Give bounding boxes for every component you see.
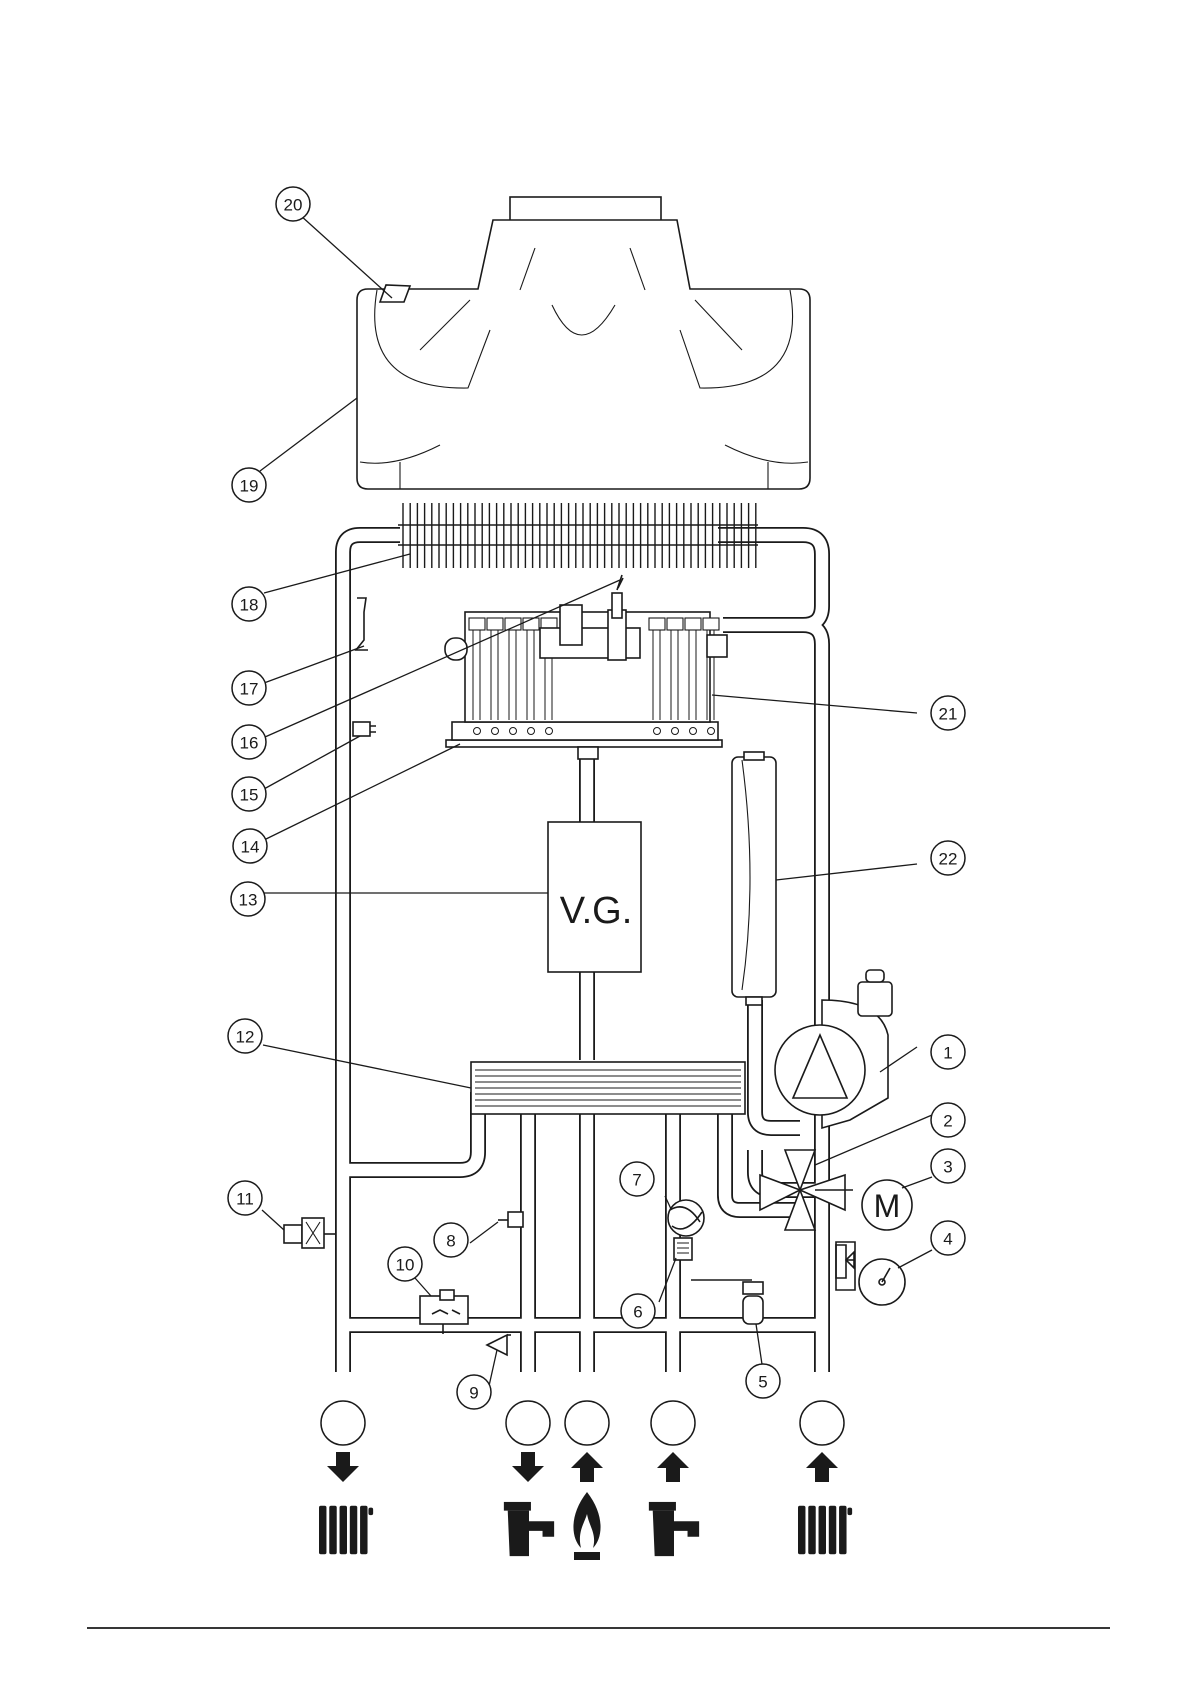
callout-11: 11: [228, 1181, 262, 1215]
motor-label: M: [874, 1188, 901, 1224]
arrow-up-icon: [657, 1452, 689, 1482]
callout-number: 3: [943, 1158, 952, 1177]
radiator-icon: [319, 1506, 373, 1555]
callout-number: 22: [939, 850, 958, 869]
callout-number: 1: [943, 1044, 952, 1063]
callout-12: 12: [228, 1019, 262, 1053]
callout-number: 11: [236, 1190, 254, 1209]
heat-exchanger-tube: [398, 525, 758, 545]
callout-13: 13: [231, 882, 265, 916]
overheat-thermostat: [356, 598, 368, 650]
callout-19: 19: [232, 468, 266, 502]
callout-number: 21: [939, 705, 958, 724]
callout-7: 7: [620, 1162, 654, 1196]
callout-number: 17: [240, 680, 259, 699]
connection-fitting: [321, 1401, 365, 1445]
callout-number: 14: [241, 838, 260, 857]
callout-18: 18: [232, 587, 266, 621]
drain-tap: [284, 1218, 336, 1248]
connection-symbols: [319, 1401, 852, 1560]
ntc-sensor: [353, 722, 376, 736]
callout-17: 17: [232, 671, 266, 705]
callout-number: 13: [239, 891, 258, 910]
callout-number: 15: [240, 786, 259, 805]
heat-exchanger-fins: [403, 503, 756, 568]
gas-valve: V.G.: [548, 822, 641, 972]
connection-fitting: [651, 1401, 695, 1445]
connection-cold-water-in: [649, 1401, 699, 1556]
callout-number: 9: [469, 1384, 478, 1403]
connection-hot-water-out: [504, 1401, 554, 1556]
callout-5: 5: [746, 1364, 780, 1398]
non-return-valve: [487, 1335, 511, 1355]
callout-2: 2: [931, 1103, 965, 1137]
connection-heating-flow: [319, 1401, 373, 1554]
callout-8: 8: [434, 1223, 468, 1257]
arrow-down-icon: [512, 1452, 544, 1482]
callout-9: 9: [457, 1375, 491, 1409]
plate-heat-exchanger: [471, 1062, 745, 1114]
arrow-down-icon: [327, 1452, 359, 1482]
callout-6: 6: [621, 1294, 655, 1328]
callout-number: 20: [284, 196, 303, 215]
callout-10: 10: [388, 1247, 422, 1281]
callout-number: 16: [240, 734, 259, 753]
dhw-sensor: [498, 1212, 523, 1227]
callout-4: 4: [931, 1221, 965, 1255]
callout-15: 15: [232, 777, 266, 811]
callout-22: 22: [931, 841, 965, 875]
callout-number: 2: [943, 1112, 952, 1131]
pressure-gauge: [836, 1242, 905, 1305]
connection-fitting: [506, 1401, 550, 1445]
callout-number: 12: [236, 1028, 255, 1047]
callout-20: 20: [276, 187, 310, 221]
callout-21: 21: [931, 696, 965, 730]
dhw-flow-switch: [668, 1200, 704, 1260]
callout-number: 4: [943, 1230, 952, 1249]
connection-fitting: [800, 1401, 844, 1445]
callout-number: 6: [633, 1303, 642, 1322]
connection-gas-in: [565, 1401, 609, 1560]
callout-3: 3: [931, 1149, 965, 1183]
connection-fitting: [565, 1401, 609, 1445]
callout-1: 1: [931, 1035, 965, 1069]
callout-number: 8: [446, 1232, 455, 1251]
burner-assembly: [445, 575, 727, 759]
tap-icon: [504, 1502, 554, 1556]
connection-heating-return: [798, 1401, 852, 1554]
flame-icon: [573, 1492, 600, 1560]
callout-number: 18: [240, 596, 259, 615]
callout-number: 19: [240, 477, 259, 496]
callout-number: 7: [632, 1171, 641, 1190]
flue-thermostat: [380, 285, 410, 302]
callout-16: 16: [232, 725, 266, 759]
callout-number: 10: [396, 1256, 415, 1275]
expansion-vessel: [732, 752, 776, 1005]
radiator-icon: [798, 1506, 852, 1555]
arrow-up-icon: [806, 1452, 838, 1482]
callout-14: 14: [233, 829, 267, 863]
gas-valve-label: V.G.: [560, 890, 633, 932]
callout-number: 5: [758, 1373, 767, 1392]
tap-icon: [649, 1502, 699, 1556]
flue-hood: [357, 197, 810, 489]
circulation-pump: [775, 970, 892, 1128]
arrow-up-icon: [571, 1452, 603, 1482]
